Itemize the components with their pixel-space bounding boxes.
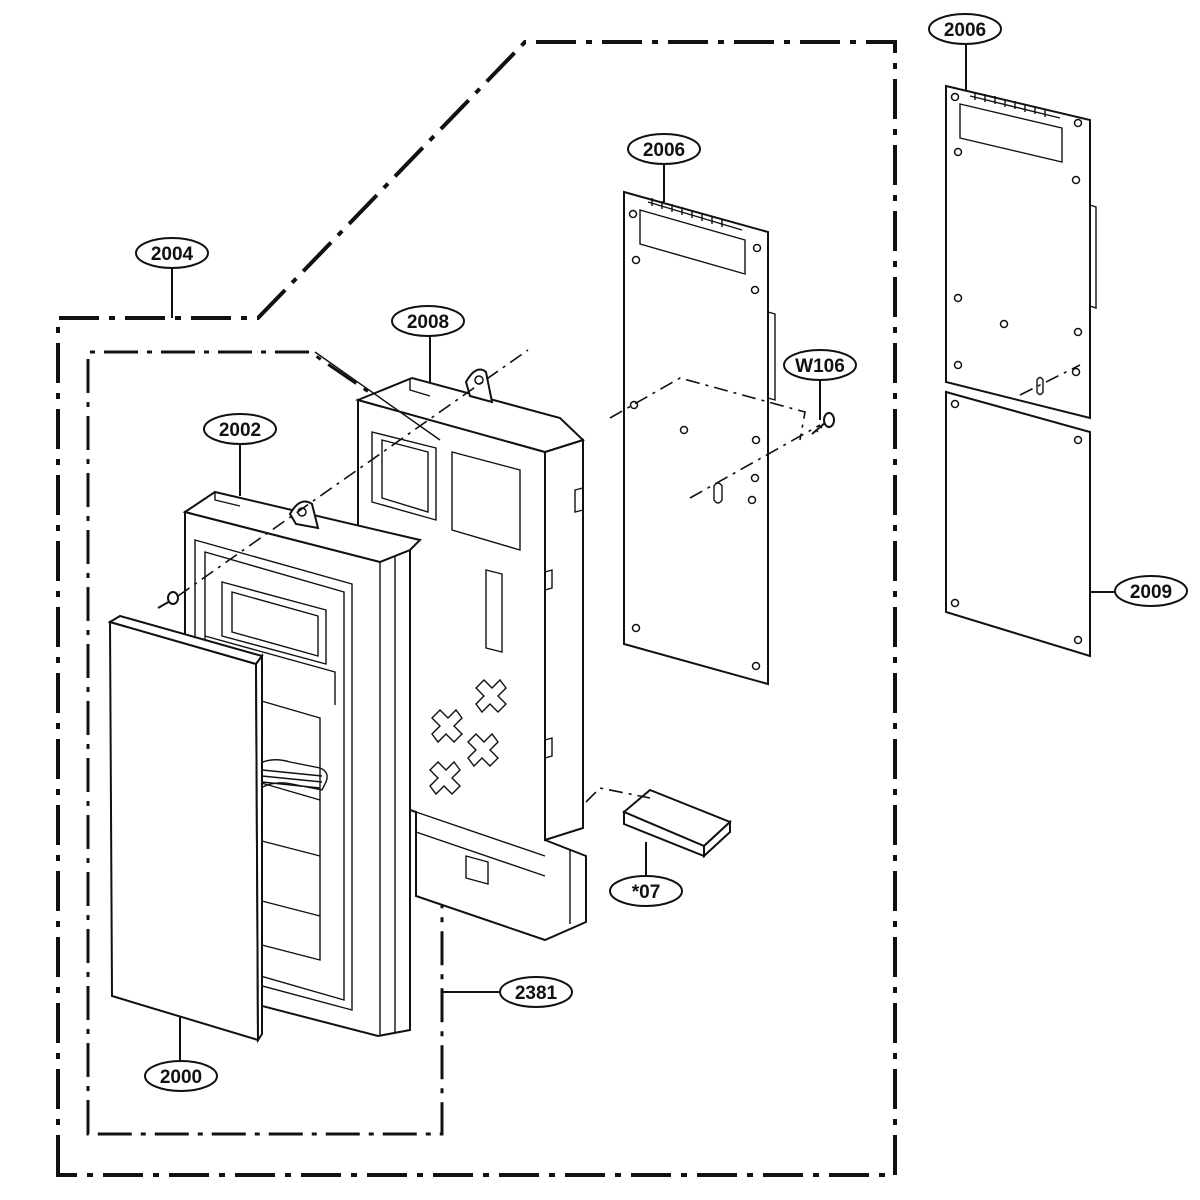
svg-text:2004: 2004 [151,244,194,265]
outer-assembly-boundary [56,40,897,1177]
callout-2006-mid: 2006 [627,133,701,165]
membrane-panel-2000 [107,614,264,1044]
svg-text:2381: 2381 [515,983,558,1004]
svg-text:2002: 2002 [219,420,261,441]
pad-07 [585,787,732,859]
screw-w106 [811,412,835,435]
svg-text:2000: 2000 [160,1067,202,1088]
callout-2381: 2381 [499,976,573,1008]
callout-2000: 2000 [144,1060,218,1092]
axis-line-2 [314,351,441,441]
callout-2009: 2009 [1114,575,1188,607]
shield-plate-2009 [945,390,1091,658]
pcb-middle [609,190,821,686]
axis-line-1 [177,349,529,597]
callout-2002: 2002 [203,413,277,445]
control-frame-2008 [354,368,587,942]
svg-text:2008: 2008 [407,312,449,333]
callout-w106: W106 [783,349,857,381]
callout-07: *07 [609,875,683,907]
callout-2008: 2008 [391,305,465,337]
svg-text:2006: 2006 [944,20,986,41]
svg-text:W106: W106 [795,356,845,377]
svg-text:2006: 2006 [643,140,685,161]
screw-left [157,591,179,609]
callout-2006-top: 2006 [928,13,1002,45]
callout-2004: 2004 [135,237,209,269]
svg-text:2009: 2009 [1130,582,1172,603]
pcb-right [945,84,1097,420]
svg-text:*07: *07 [632,882,661,903]
